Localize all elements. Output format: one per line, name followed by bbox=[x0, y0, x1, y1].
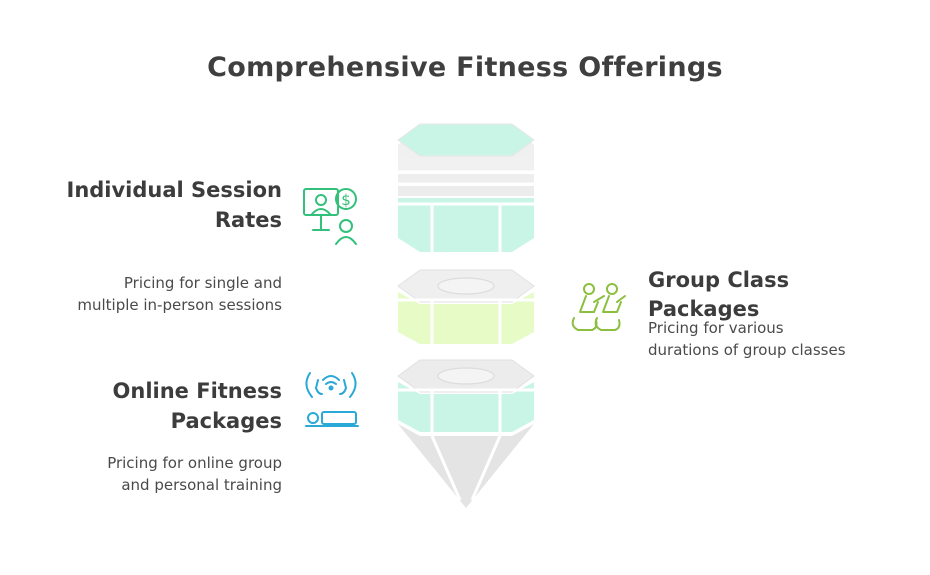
item-online-heading-line2: Packages bbox=[170, 409, 282, 433]
item-online-desc-line1: Pricing for online group bbox=[107, 454, 282, 472]
personal-trainer-icon: $ bbox=[303, 188, 357, 245]
item-group-heading-line2: Packages bbox=[648, 297, 760, 321]
item-group-desc-line2: durations of group classes bbox=[648, 341, 846, 359]
item-online-desc-line2: and personal training bbox=[121, 476, 282, 494]
group-cycling-icon bbox=[571, 283, 626, 331]
item-online-heading-line1: Online Fitness bbox=[112, 379, 282, 403]
item-group-heading-line1: Group Class bbox=[648, 268, 790, 292]
page-title: Comprehensive Fitness Offerings bbox=[207, 52, 723, 83]
item-individual-desc-line2: multiple in-person sessions bbox=[77, 296, 282, 314]
segment-middle bbox=[397, 269, 535, 344]
segment-top bbox=[397, 123, 535, 252]
item-individual-heading-line2: Rates bbox=[214, 208, 282, 232]
online-training-icon bbox=[305, 372, 359, 427]
item-individual-desc-line1: Pricing for single and bbox=[123, 274, 282, 292]
item-individual-heading-line1: Individual Session bbox=[66, 178, 283, 202]
segment-bottom bbox=[397, 359, 535, 508]
item-group-desc-line1: Pricing for various bbox=[648, 319, 784, 337]
svg-text:$: $ bbox=[341, 191, 351, 209]
